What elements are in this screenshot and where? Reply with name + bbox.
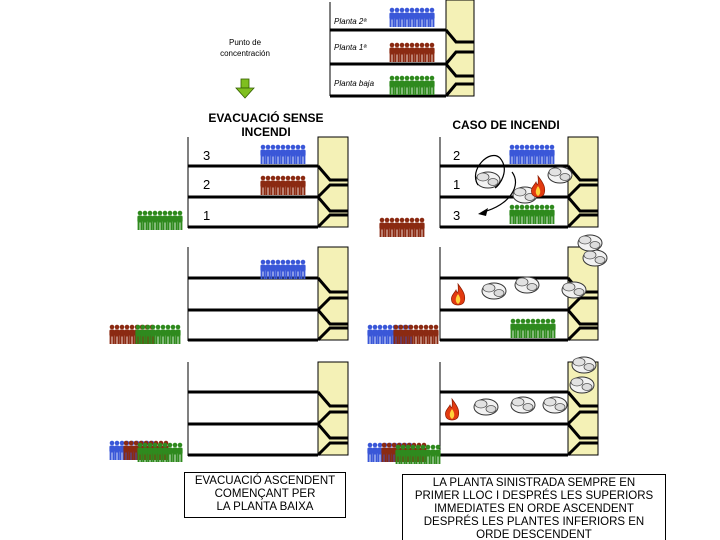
- meeting-point-arrow: [235, 78, 255, 99]
- people-group-right1-top: [509, 145, 554, 164]
- right-caption-line: IMMEDIATES EN ORDE ASCENDENT: [434, 503, 634, 515]
- people-group-right1-bottom: [509, 205, 554, 224]
- fire-icon: [530, 175, 546, 198]
- people-group-left2-outside-b: [135, 325, 180, 344]
- right-caption: LA PLANTA SINISTRADA SEMPRE EN PRIMER LL…: [402, 474, 666, 540]
- meeting-point-label-2: concentración: [220, 49, 270, 58]
- people-group-top-floor1: [389, 43, 434, 62]
- right-order-3: 3: [453, 208, 460, 223]
- top-building: [329, 0, 475, 98]
- smoke-icon: [577, 234, 603, 252]
- smoke-icon: [475, 171, 501, 189]
- left-title-line2: INCENDI: [241, 125, 290, 139]
- smoke-icon: [514, 276, 540, 294]
- smoke-icon: [582, 249, 608, 267]
- smoke-icon: [547, 166, 573, 184]
- people-group-right2-outside-b: [393, 325, 438, 344]
- floor-1-label: Planta 1ª: [334, 43, 367, 52]
- left-order-3: 1: [203, 208, 210, 223]
- right-title: CASO DE INCENDI: [452, 118, 559, 132]
- people-group-left1-mid: [260, 176, 305, 195]
- right-caption-line: LA PLANTA SINISTRADA SEMPRE EN: [432, 477, 636, 489]
- left-order-2: 2: [203, 177, 210, 192]
- floor-2-label: Planta 2ª: [334, 17, 367, 26]
- arrow-head-icon: [478, 208, 488, 216]
- right-caption-line: PRIMER LLOC I DESPRÉS LES SUPERIORS: [414, 490, 654, 502]
- fire-icon: [450, 283, 466, 306]
- left-caption-line: LA PLANTA BAIXA: [216, 501, 314, 513]
- smoke-icon: [481, 282, 507, 300]
- left-caption-line: EVACUACIÓ ASCENDENT: [194, 475, 336, 487]
- left-order-1: 3: [203, 148, 210, 163]
- meeting-point-label-1: Punto de: [229, 38, 262, 47]
- floor-0-label: Planta baja: [334, 79, 375, 88]
- left-caption-line: COMENÇANT PER: [214, 488, 316, 500]
- right-order-1: 2: [453, 148, 460, 163]
- smoke-icon: [561, 281, 587, 299]
- people-group-top-floor0: [389, 76, 434, 95]
- people-group-left1-outside: [137, 211, 182, 230]
- smoke-icon: [510, 396, 536, 414]
- left-title-line1: EVACUACIÓ SENSE: [208, 110, 323, 125]
- people-group-right1-inside: [379, 218, 424, 237]
- left-building-1: [187, 136, 349, 229]
- right-caption-line: ORDE DESCENDENT: [476, 529, 592, 540]
- left-building-3: [187, 361, 349, 457]
- smoke-icon: [473, 398, 499, 416]
- right-order-2: 1: [453, 177, 460, 192]
- people-group-right2-bottom: [510, 319, 555, 338]
- people-group-top-floor2: [389, 8, 434, 27]
- people-group-left1-top: [260, 145, 305, 164]
- evacuation-route-arrow-1: [475, 155, 505, 189]
- smoke-icon: [569, 376, 595, 394]
- fire-icon: [444, 398, 460, 421]
- people-group-left2-top: [260, 260, 305, 279]
- right-caption-line: DESPRÉS LES PLANTES INFERIORS EN: [423, 516, 645, 528]
- smoke-icon: [542, 396, 568, 414]
- evacuation-route-arrow-2: [482, 171, 517, 213]
- left-caption: EVACUACIÓ ASCENDENT COMENÇANT PER LA PLA…: [184, 472, 346, 518]
- smoke-icon: [571, 356, 597, 374]
